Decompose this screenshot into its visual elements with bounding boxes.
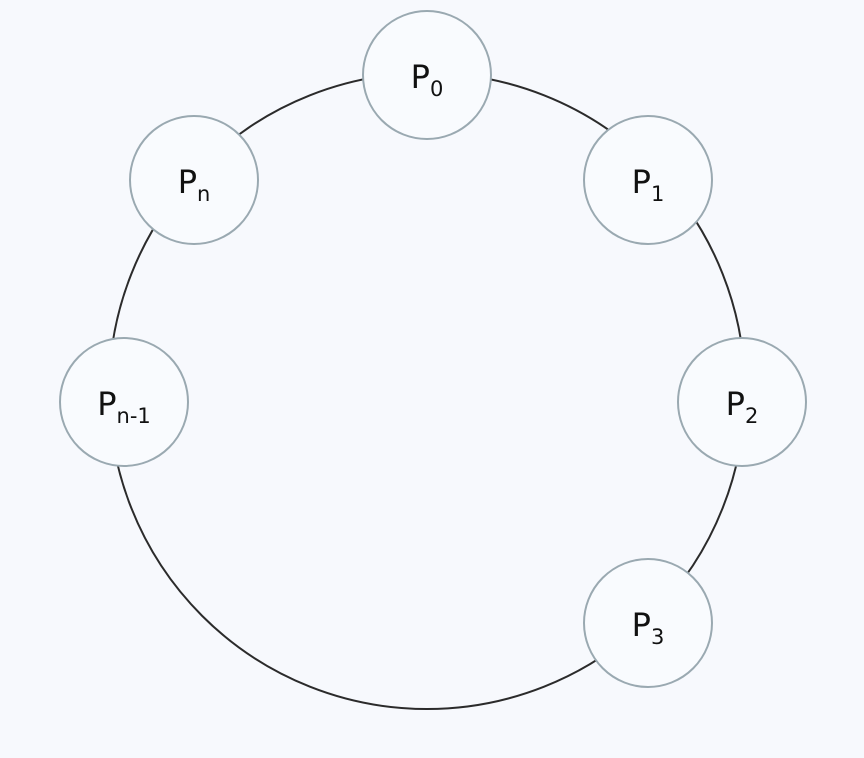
node-p0-circle [362, 10, 492, 140]
node-p3-label: P3 [632, 606, 665, 649]
node-pn: Pn [129, 115, 259, 245]
node-p0: P0 [362, 10, 492, 140]
node-pn-minus-1-circle [59, 337, 189, 467]
node-p2: P2 [677, 337, 807, 467]
node-pn-circle [129, 115, 259, 245]
node-p1: P1 [583, 115, 713, 245]
node-p1-circle [583, 115, 713, 245]
node-p2-label: P2 [726, 385, 759, 428]
node-p2-circle [677, 337, 807, 467]
node-p0-label: P0 [411, 58, 444, 101]
node-p3-circle [583, 558, 713, 688]
node-p1-label: P1 [632, 163, 665, 206]
node-pn-label: Pn [178, 163, 211, 206]
node-pn-minus-1: Pn-1 [59, 337, 189, 467]
node-pn-minus-1-label: Pn-1 [97, 385, 151, 428]
node-p3: P3 [583, 558, 713, 688]
